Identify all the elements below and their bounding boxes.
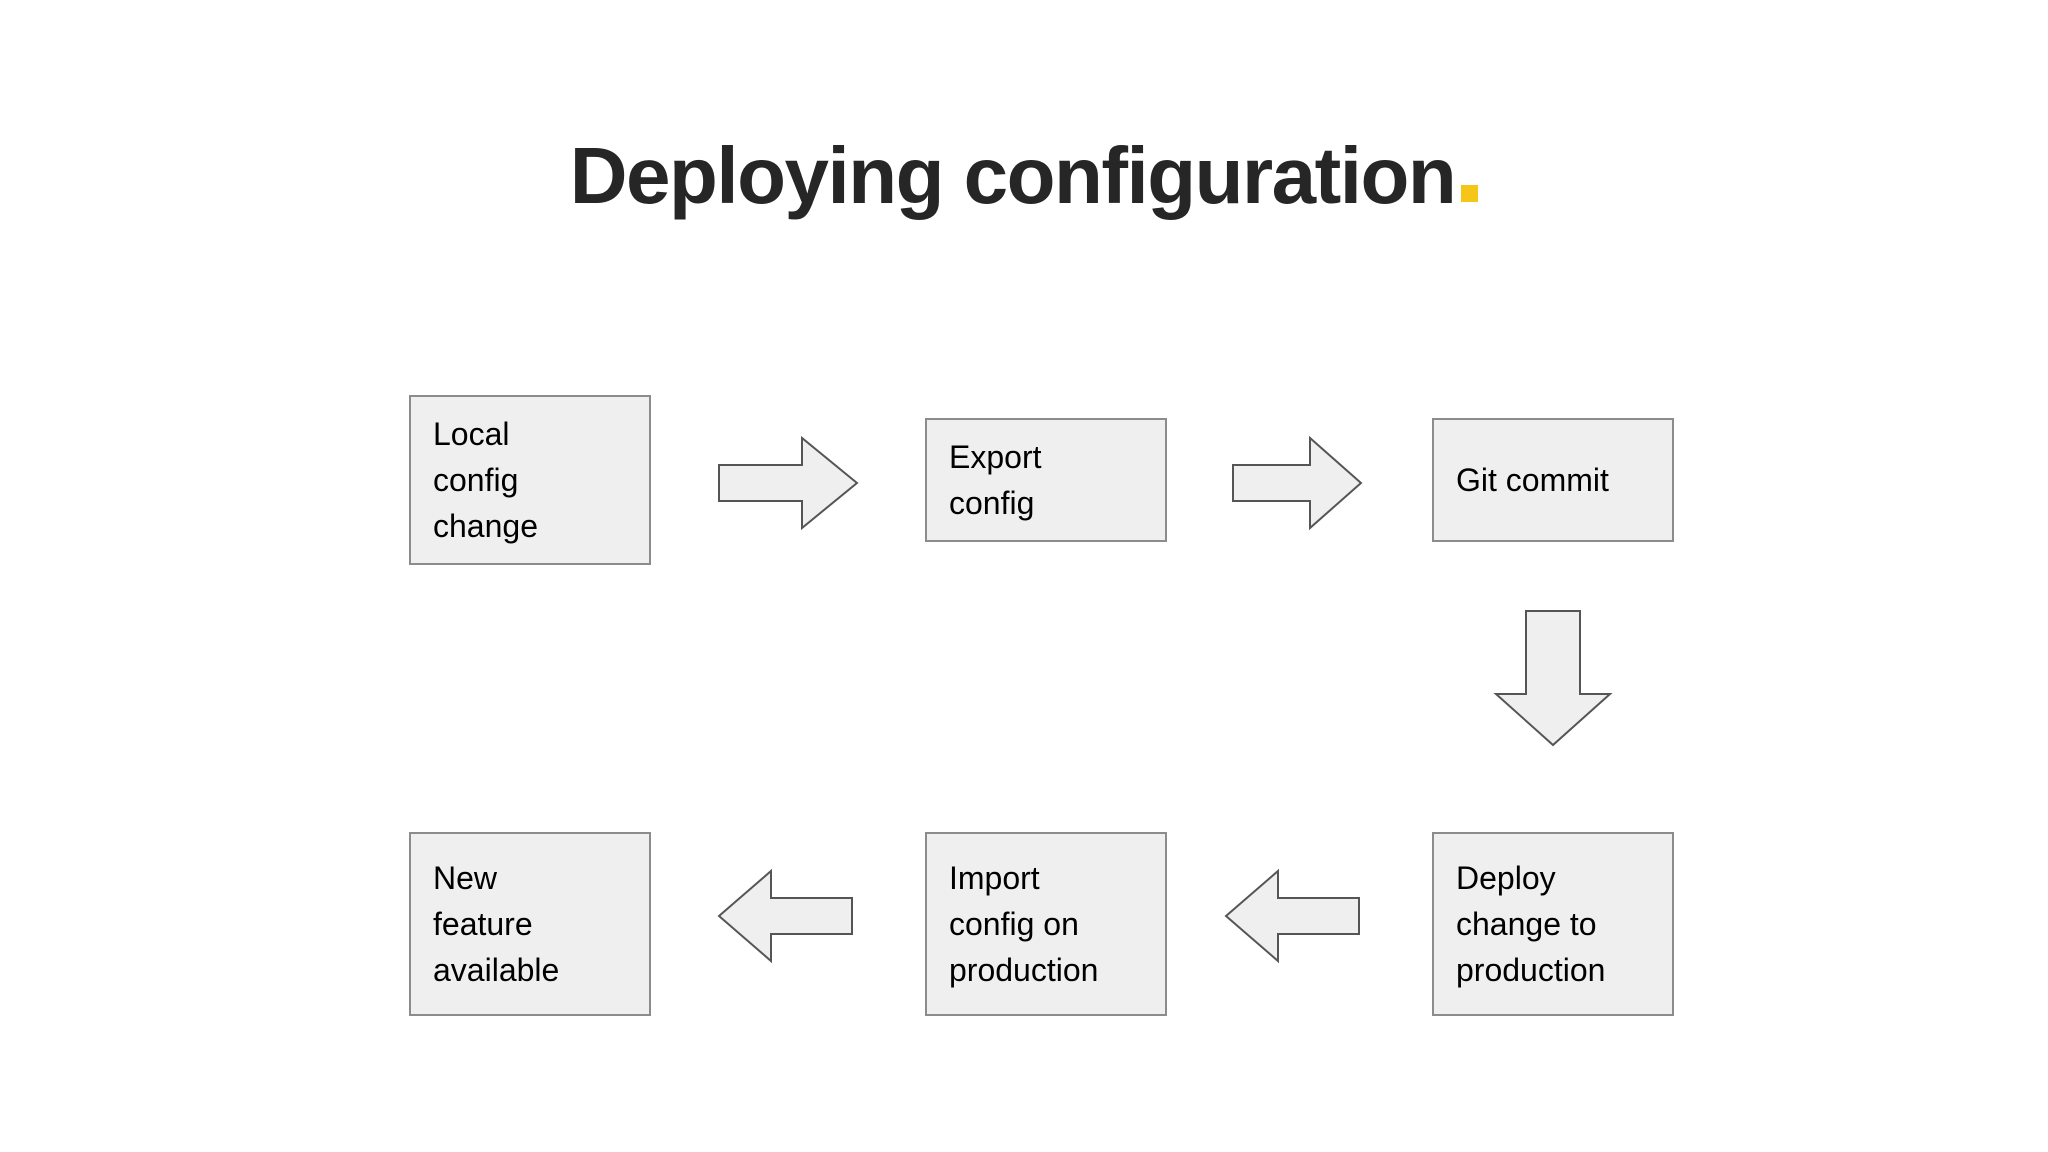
flow-node-new-feature-available[interactable]: New feature available xyxy=(409,832,651,1016)
page-title-text: Deploying configuration xyxy=(569,131,1457,220)
flow-node-deploy-change-to-production[interactable]: Deploy change to production xyxy=(1432,832,1674,1016)
flow-node-label: Export config xyxy=(949,439,1042,521)
arrow-right-icon-export-to-git xyxy=(1232,435,1363,531)
page-title: Deploying configuration xyxy=(0,136,2048,216)
arrow-left-icon-import-to-new xyxy=(717,868,853,964)
flow-node-import-config-on-production[interactable]: Import config on production xyxy=(925,832,1167,1016)
title-accent-dot xyxy=(1461,185,1479,202)
flow-node-label: Local config change xyxy=(433,416,538,544)
flow-node-label: Deploy change to production xyxy=(1456,860,1606,988)
flow-node-export-config[interactable]: Export config xyxy=(925,418,1167,542)
flow-node-label: Import config on production xyxy=(949,860,1099,988)
arrow-left-icon-deploy-to-import xyxy=(1224,868,1360,964)
flow-node-local-config-change[interactable]: Local config change xyxy=(409,395,651,565)
flow-node-git-commit[interactable]: Git commit xyxy=(1432,418,1674,542)
arrow-down-icon-git-to-deploy xyxy=(1493,610,1613,747)
arrow-right-icon-local-to-export xyxy=(718,435,859,531)
flow-node-label: Git commit xyxy=(1456,462,1609,498)
flow-node-label: New feature available xyxy=(433,860,560,988)
